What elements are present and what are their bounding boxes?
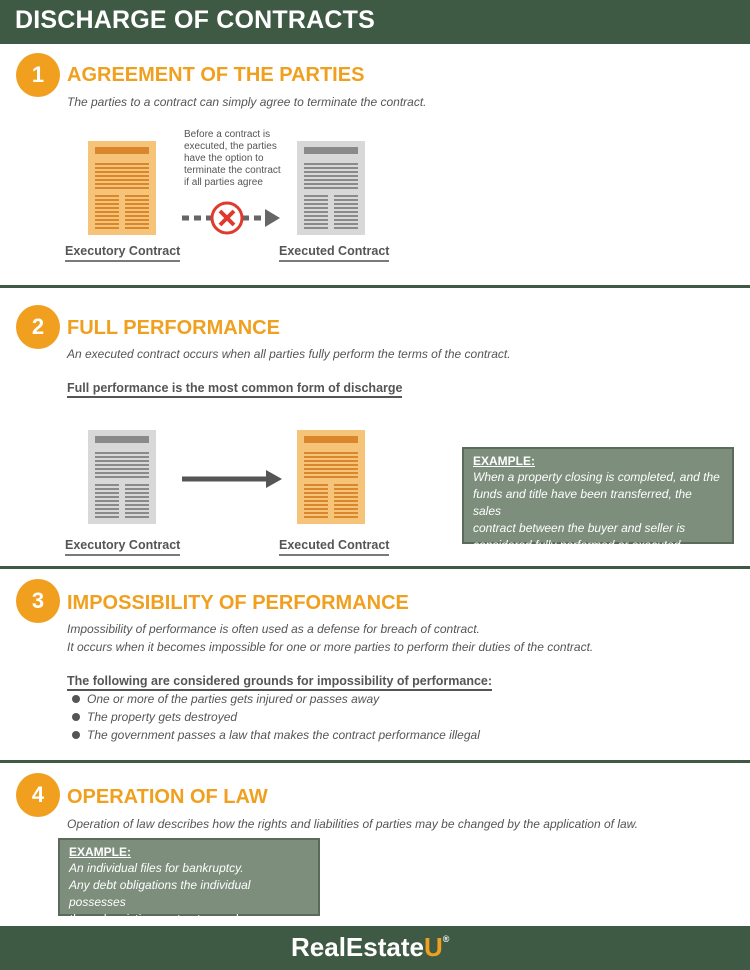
section-1-note: Before a contract is executed, the parti… — [184, 129, 281, 188]
example-title: EXAMPLE: — [473, 454, 536, 468]
example-body: When a property closing is completed, an… — [473, 470, 720, 552]
section-1-title: AGREEMENT OF THE PARTIES — [67, 64, 365, 86]
section-1-executory-label: Executory Contract — [65, 244, 181, 262]
list-item: The government passes a law that makes t… — [72, 726, 480, 744]
page-footer: RealEstateU® — [0, 926, 750, 970]
executed-contract-document-icon — [297, 430, 365, 524]
transition-arrow-icon — [182, 470, 282, 488]
section-4-title: OPERATION OF LAW — [67, 786, 268, 808]
section-2-example-box: EXAMPLE: When a property closing is comp… — [462, 447, 734, 552]
section-2-executed-label: Executed Contract — [279, 538, 390, 556]
section-4-description: Operation of law describes how the right… — [67, 817, 638, 831]
section-divider — [0, 285, 750, 288]
realestateu-logo: RealEstateU® — [291, 932, 450, 962]
example-title: EXAMPLE: — [69, 845, 132, 859]
executed-contract-document-icon — [297, 141, 365, 235]
section-2-title: FULL PERFORMANCE — [67, 317, 280, 339]
section-divider — [0, 760, 750, 763]
section-divider — [0, 566, 750, 569]
list-item: One or more of the parties gets injured … — [72, 690, 480, 708]
section-2-executory-label: Executory Contract — [65, 538, 181, 556]
section-3-subheading: The following are considered grounds for… — [67, 674, 493, 691]
cancelled-transition-arrow-icon — [182, 201, 280, 235]
section-1-number-badge: 1 — [16, 53, 60, 97]
section-1-executed-label: Executed Contract — [279, 244, 390, 262]
section-3-number-badge: 3 — [16, 579, 60, 623]
section-3-bullet-list: One or more of the parties gets injured … — [72, 690, 480, 744]
list-item: The property gets destroyed — [72, 708, 480, 726]
section-3-title: IMPOSSIBILITY OF PERFORMANCE — [67, 592, 409, 614]
section-1-description: The parties to a contract can simply agr… — [67, 95, 427, 109]
executory-contract-document-icon — [88, 430, 156, 524]
section-3-description: Impossibility of performance is often us… — [67, 622, 594, 654]
section-2-number-badge: 2 — [16, 305, 60, 349]
executory-contract-document-icon — [88, 141, 156, 235]
section-4-number-badge: 4 — [16, 773, 60, 817]
section-4-example-box: EXAMPLE: An individual files for bankrup… — [58, 838, 320, 943]
section-2-subheading: Full performance is the most common form… — [67, 381, 403, 398]
page-header: DISCHARGE OF CONTRACTS — [0, 0, 750, 44]
section-2-description: An executed contract occurs when all par… — [67, 347, 511, 361]
page-title: DISCHARGE OF CONTRACTS — [15, 6, 375, 34]
